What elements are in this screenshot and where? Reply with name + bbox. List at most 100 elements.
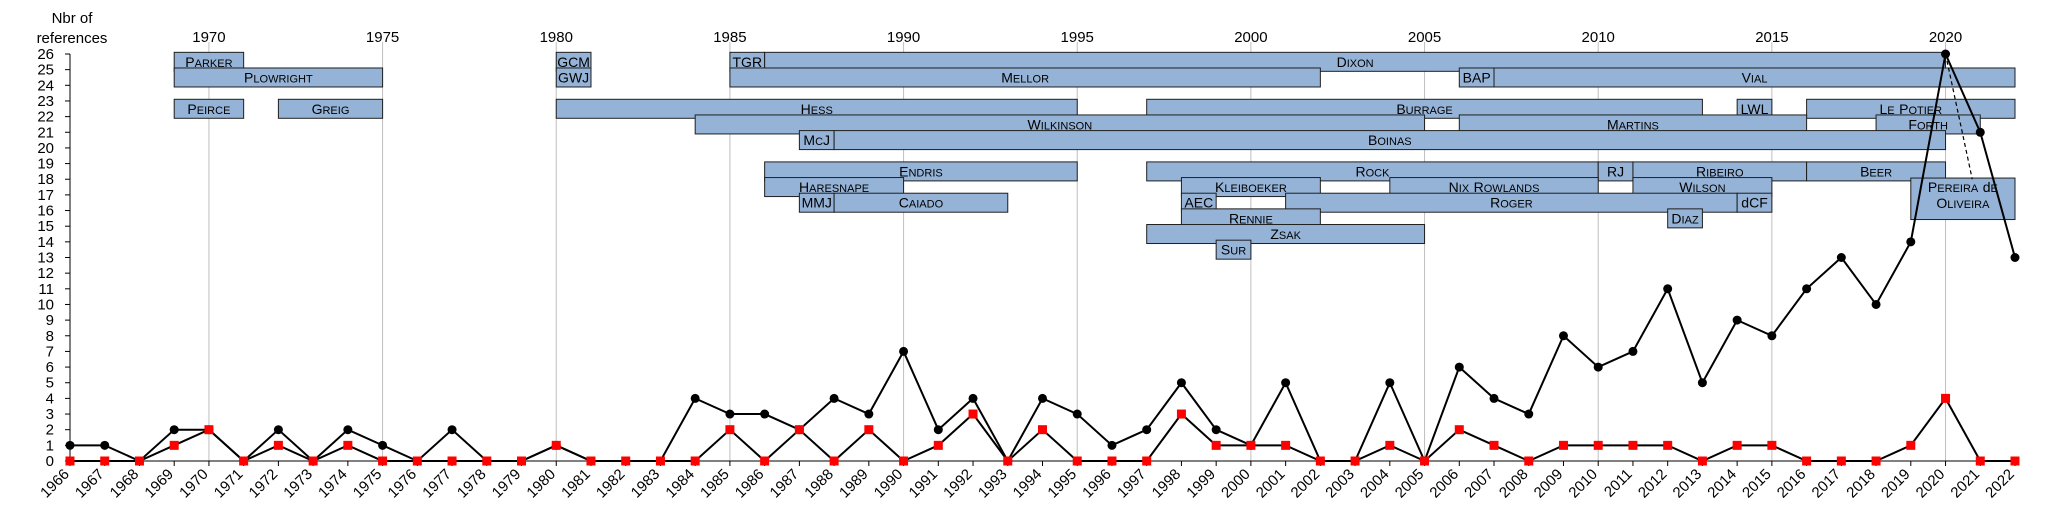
series-0-point-2001 (1281, 378, 1291, 388)
series-0-point-1967 (100, 440, 110, 450)
x-tick-label-1975: 1975 (350, 466, 386, 502)
series-0-point-1992 (968, 393, 978, 403)
y-axis-title-line1: Nbr of (52, 10, 94, 27)
y-tick-label-9: 9 (46, 312, 54, 329)
series-1-point-2001 (1281, 440, 1291, 450)
x-tick-label-1996: 1996 (1079, 466, 1115, 502)
x-tick-label-2020: 2020 (1913, 466, 1949, 502)
x-tick-label-1997: 1997 (1114, 466, 1150, 502)
bar-dcf (1736, 192, 1773, 213)
series-0-point-1974 (343, 425, 353, 435)
series-0-point-2007 (1489, 393, 1499, 403)
series-0-point-2004 (1385, 378, 1395, 388)
series-1-point-1985 (725, 425, 735, 435)
x-tick-label-2016: 2016 (1774, 466, 1810, 502)
bar-label-line-1: OLIVEIRA (1936, 195, 1990, 211)
series-1-point-1971 (239, 456, 249, 466)
y-tick-label-25: 25 (37, 62, 54, 79)
series-1-point-1997 (1142, 456, 1152, 466)
bar-label-bap: BAP (1463, 69, 1491, 85)
x-tick-label-2021: 2021 (1947, 466, 1983, 502)
series-1-point-1986 (760, 456, 770, 466)
y-tick-label-7: 7 (46, 343, 54, 360)
x-tick-label-2012: 2012 (1635, 466, 1671, 502)
x-tick-label-1998: 1998 (1149, 466, 1185, 502)
bar-label-wilkinson: WILKINSON (1028, 116, 1093, 132)
series-1-point-2004 (1385, 440, 1395, 450)
y-tick-label-5: 5 (46, 375, 54, 392)
series-1-point-1993 (1003, 456, 1013, 466)
bar-label-martins: MARTINS (1607, 116, 1659, 132)
bar-label-dixon: DIXON (1337, 54, 1374, 70)
series-1-point-1973 (308, 456, 318, 466)
series-1-point-1989 (864, 425, 874, 435)
y-tick-label-26: 26 (37, 46, 54, 63)
x-tick-label-2003: 2003 (1322, 466, 1358, 502)
bar-label-line-0: PEREIRA dE (1928, 179, 1998, 196)
top-tick-label-2015: 2015 (1755, 29, 1788, 46)
series-1-point-2006 (1454, 425, 1464, 435)
series-1-point-1999 (1211, 440, 1221, 450)
bar-label-plowright: PLOWRIGHT (244, 69, 313, 85)
series-0-point-2012 (1663, 284, 1673, 294)
x-tick-label-2007: 2007 (1461, 466, 1497, 502)
series-1-point-1994 (1038, 425, 1047, 435)
series-1-point-2011 (1628, 440, 1638, 450)
top-tick-label-1995: 1995 (1061, 29, 1094, 46)
x-tick-label-2009: 2009 (1531, 466, 1567, 502)
bar-gwj (555, 67, 592, 88)
series-1-point-1978 (482, 456, 492, 466)
bar-label-nix-rowlands: NIX ROWLANDS (1449, 179, 1540, 196)
series-1-point-2005 (1420, 456, 1430, 466)
series-0-point-1994 (1038, 393, 1047, 403)
series-0-point-2014 (1732, 315, 1742, 325)
bar-label-mellor: MELLOR (1001, 69, 1049, 85)
series-1-point-1969 (169, 440, 179, 450)
bar-label-mcj: MCJ (803, 132, 830, 148)
series-1-point-1992 (968, 409, 978, 419)
series-0-point-1989 (864, 409, 874, 419)
bar-label-rennie: RENNIE (1229, 210, 1273, 226)
bar-label-dcf: dCF (1741, 195, 1767, 211)
series-1-point-2018 (1871, 456, 1881, 466)
bar-endris (764, 161, 1078, 182)
x-tick-label-2017: 2017 (1809, 466, 1845, 502)
y-tick-label-3: 3 (46, 406, 54, 423)
y-tick-label-14: 14 (37, 234, 54, 251)
bar-label-peirce: PEIRCE (187, 101, 230, 117)
bar-label-boinas: BOINAS (1368, 132, 1412, 148)
data-series (65, 49, 2020, 466)
x-tick-label-1988: 1988 (801, 466, 837, 502)
series-0-point-2011 (1628, 346, 1638, 356)
series-0-point-1999 (1211, 425, 1221, 435)
series-1-point-1966 (65, 456, 75, 466)
bar-dixon (764, 51, 1947, 72)
bar-label-tgr: TGR (732, 54, 762, 70)
bar-label-haresnape: HARESNAPE (799, 179, 869, 195)
bar-label-endris: ENDRIS (899, 163, 943, 179)
x-tick-label-1990: 1990 (871, 466, 907, 502)
series-1-point-1976 (412, 456, 422, 466)
y-tick-label-17: 17 (37, 187, 54, 204)
y-tick-label-24: 24 (37, 77, 54, 94)
series-0-point-1995 (1072, 409, 1082, 419)
bar-boinas (833, 130, 1947, 151)
bar-label-forth: FORTH (1908, 116, 1948, 132)
series-1-point-1967 (100, 456, 110, 466)
x-tick-label-2011: 2011 (1601, 466, 1636, 501)
x-tick-label-1991: 1991 (906, 466, 942, 502)
x-tick-label-1983: 1983 (628, 466, 664, 502)
series-0-point-1986 (760, 409, 770, 419)
x-tick-label-2022: 2022 (1982, 466, 2018, 502)
top-tick-label-2000: 2000 (1234, 29, 1267, 46)
series-1-point-1970 (204, 425, 214, 435)
x-tick-label-1999: 1999 (1183, 466, 1219, 502)
series-0-point-1984 (690, 393, 700, 403)
series-1-point-1982 (621, 456, 631, 466)
y-tick-label-2: 2 (46, 422, 54, 439)
x-tick-label-1972: 1972 (246, 466, 282, 502)
bar-label-roger: ROGER (1490, 195, 1533, 211)
x-tick-label-2002: 2002 (1288, 466, 1324, 502)
series-1-point-1980 (551, 440, 561, 450)
